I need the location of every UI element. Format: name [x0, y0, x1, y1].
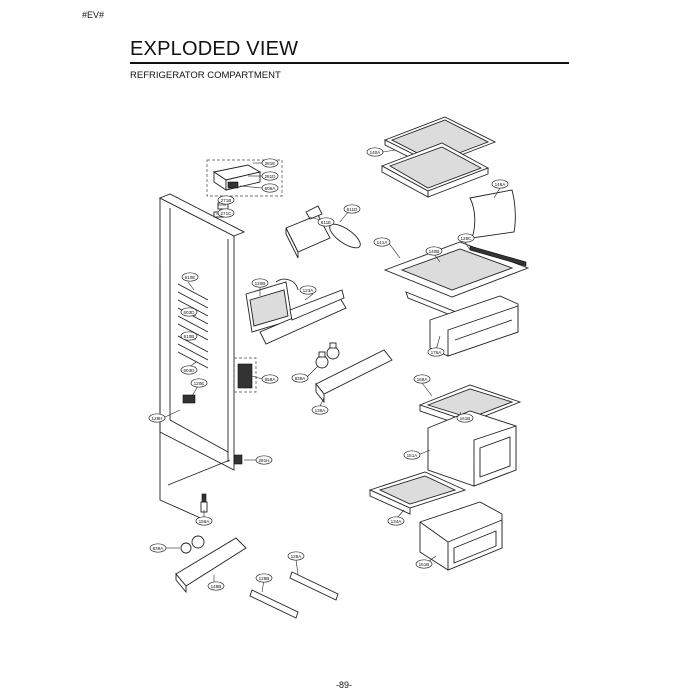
callout-bubble: 140A	[366, 147, 384, 157]
callout-bubble: 603D	[180, 365, 198, 375]
callout-label: 271B	[221, 198, 232, 203]
callout-label: 134A	[391, 519, 403, 524]
callout-bubble: 123A	[299, 285, 317, 295]
control-box-assembly	[206, 159, 283, 218]
bottom-rails	[249, 571, 339, 619]
callout-bubble: 271C	[217, 208, 235, 218]
glass-shelf-upper	[380, 116, 497, 198]
lower-shelf-and-drawer	[418, 384, 522, 487]
callout-label: 839A	[295, 376, 307, 381]
callout-bubble: 156A	[195, 516, 213, 526]
callout-label: 839A	[153, 546, 165, 551]
lamp-cover-top	[285, 205, 361, 259]
middle-shelf-and-pan	[383, 241, 530, 357]
callout-bubble: 136A	[311, 405, 329, 415]
callout-bubble: 839A	[291, 373, 309, 383]
callout-bubble: 151A	[403, 450, 421, 460]
callout-label: 161B	[460, 416, 471, 421]
callout-label: 610B	[184, 334, 195, 339]
callout-label: 141A	[377, 240, 389, 245]
callout-bubble: 611D	[343, 204, 361, 214]
callout-label: 136A	[315, 408, 327, 413]
callout-bubble: 281E	[261, 158, 279, 168]
callout-label: 169A	[417, 377, 429, 382]
callout-label: 281H	[259, 458, 270, 463]
callout-bubble: 146A	[491, 179, 509, 189]
callout-bubble: 128H	[148, 413, 166, 423]
callout-label: 281D	[265, 174, 277, 179]
callout-bubble: 658A	[261, 374, 279, 384]
callout-bubble: 603D	[180, 307, 198, 317]
callout-bubble: 281D	[261, 171, 279, 181]
page-subtitle: REFRIGERATOR COMPARTMENT	[130, 70, 281, 81]
callout-label: 603D	[184, 368, 196, 373]
page-header-code: #EV#	[82, 10, 105, 20]
callout-label: 148B	[211, 584, 222, 589]
callout-label: 120E	[194, 381, 205, 386]
bottom-drawer	[419, 501, 503, 571]
lamp-cover-center	[315, 349, 393, 404]
callout-bubble: 141A	[373, 237, 391, 247]
callout-bubble: 120E	[190, 378, 208, 388]
callout-bubble: 151B	[415, 559, 433, 569]
callout-bubble: 271B	[217, 195, 235, 205]
callout-label: 606A	[265, 186, 277, 191]
callout-label: 151A	[407, 453, 419, 458]
callout-bubble: 610E	[181, 272, 199, 282]
control-panel-assembly	[245, 278, 347, 345]
callout-label: 140A	[370, 150, 382, 155]
callout-bubble: 161B	[456, 413, 474, 423]
page-title: EXPLODED VIEW	[130, 38, 299, 60]
callout-bubble: 169A	[413, 374, 431, 384]
callout-bubble: 128A	[287, 551, 305, 561]
lower-lamp-assembly	[175, 493, 247, 594]
callout-bubble: 610B	[180, 331, 198, 341]
callout-label: 120B	[255, 281, 266, 286]
callout-label: 658A	[265, 377, 277, 382]
page-number: -89-	[336, 680, 353, 690]
callout-label: 128C	[461, 236, 473, 241]
callout-bubble: 611E	[317, 217, 335, 227]
callout-bubble: 140B	[425, 246, 443, 256]
callout-label: 271C	[221, 211, 233, 216]
crisper-cover-curved	[469, 189, 516, 239]
callout-bubble: 134A	[387, 516, 405, 526]
callout-bubble: 176A	[427, 347, 445, 357]
vent-grille	[233, 357, 257, 393]
callout-label: 140B	[429, 249, 440, 254]
callout-label: 128B	[259, 576, 270, 581]
callout-label: 128H	[152, 416, 163, 421]
callout-label: 611E	[321, 220, 331, 225]
callout-label: 146A	[495, 182, 507, 187]
callout-bubble: 128C	[457, 233, 475, 243]
callout-label: 128A	[291, 554, 303, 559]
callout-bubble: 281H	[255, 455, 273, 465]
refrigerator-cabinet	[158, 193, 246, 521]
lamp-bulbs-center	[315, 342, 340, 369]
callout-label: 610E	[185, 275, 196, 280]
callout-bubble: 606A	[261, 183, 279, 193]
callout-label: 156A	[199, 519, 211, 524]
callout-bubbles: 281E 281D 606A 271B 271C 611E 611D 140A 146A 141A…	[148, 147, 509, 591]
callout-label: 151B	[419, 562, 430, 567]
title-rule	[130, 62, 569, 64]
callout-bubble: 839A	[149, 543, 167, 553]
callout-label: 611D	[347, 207, 358, 212]
callout-label: 603D	[184, 310, 196, 315]
callout-label: 176A	[431, 350, 443, 355]
callout-bubble: 120B	[251, 278, 269, 288]
callout-label: 123A	[303, 288, 315, 293]
callout-bubble: 148B	[207, 581, 225, 591]
callout-bubble: 128B	[255, 573, 273, 583]
glass-shelf-small	[368, 471, 467, 515]
callout-label: 281E	[265, 161, 276, 166]
